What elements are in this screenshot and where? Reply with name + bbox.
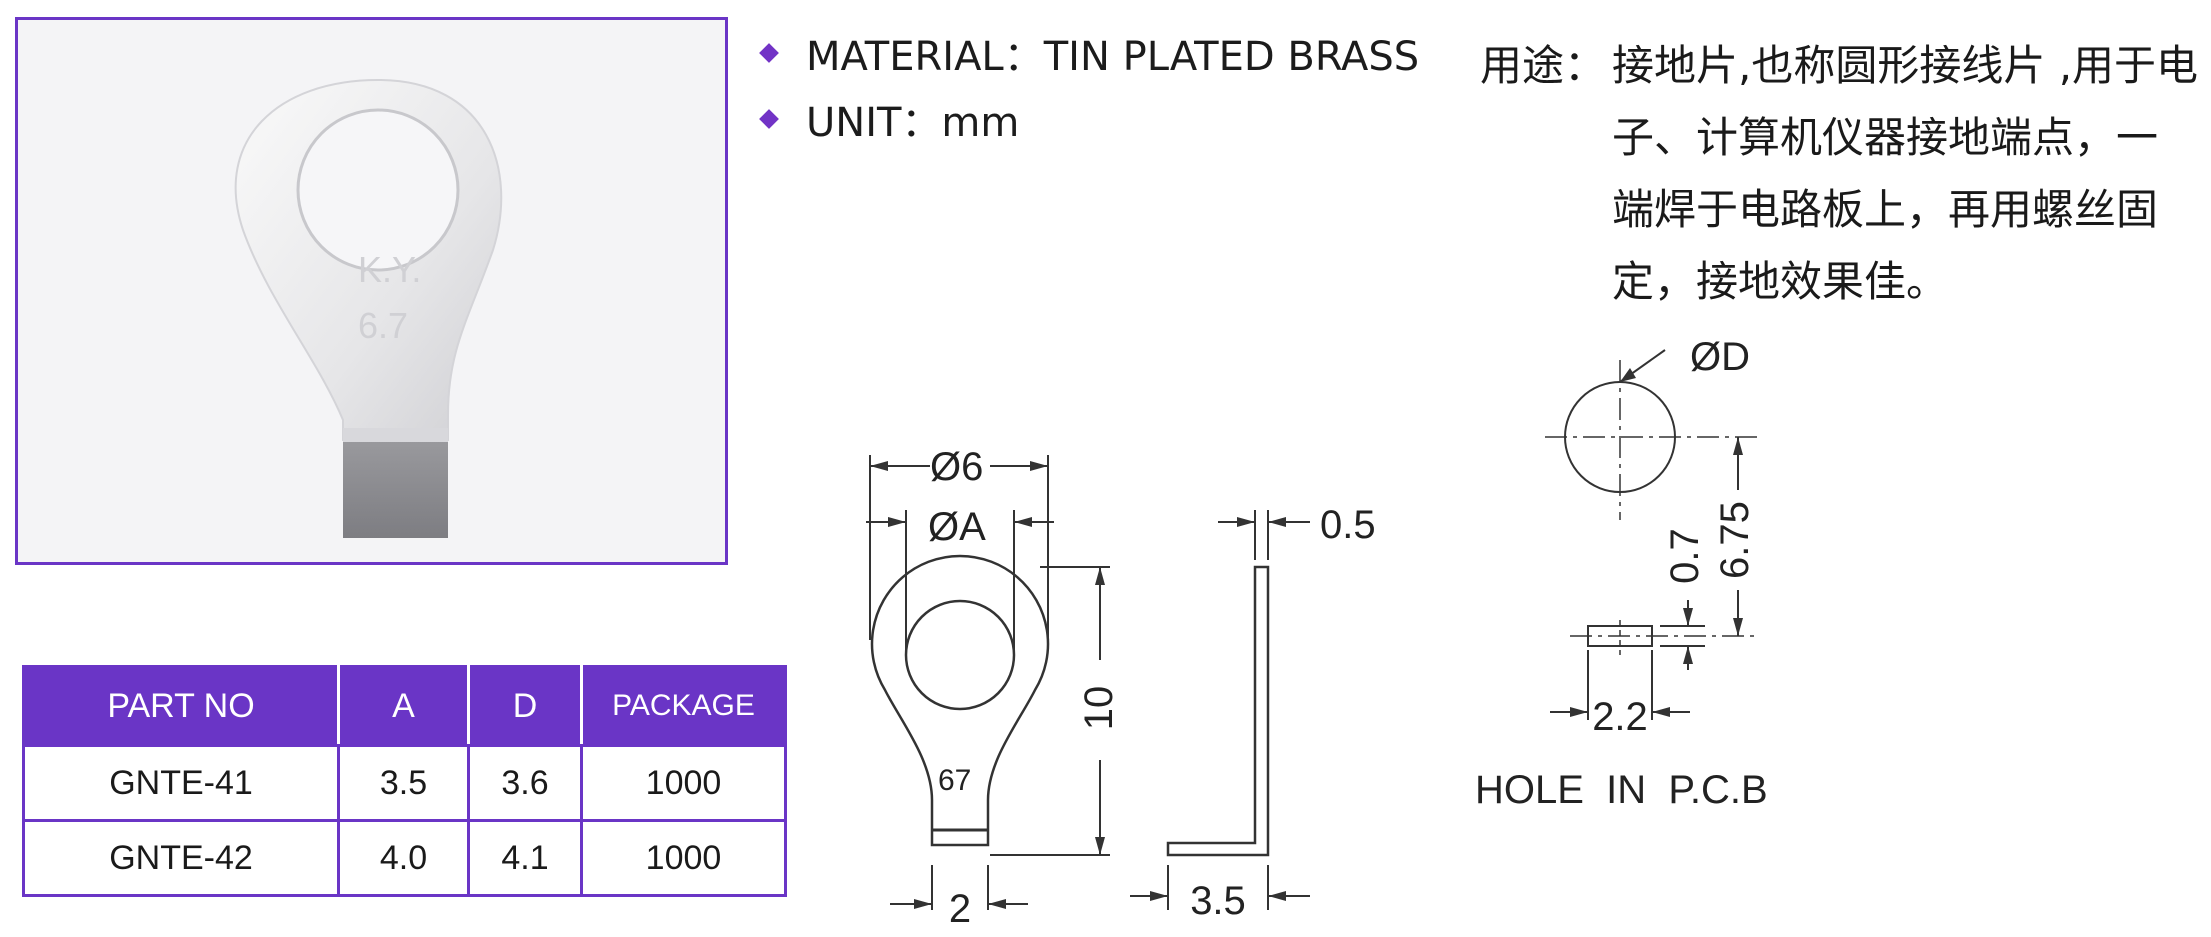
cell-package: 1000 bbox=[580, 744, 787, 822]
part-marking-text: 67 bbox=[938, 764, 971, 797]
pcb-hole-caption: HOLE IN P.C.B bbox=[1475, 768, 1768, 812]
usage-line: 接地片,也称圆形接线片 ,用于电 bbox=[1612, 41, 2199, 90]
bullet-diamond-icon bbox=[759, 109, 779, 129]
dim-inner-diameter: ØA bbox=[928, 505, 986, 549]
header-package: PACKAGE bbox=[580, 665, 787, 747]
dim-slot-width: 0.7 bbox=[1663, 528, 1707, 584]
cell-package: 1000 bbox=[580, 819, 787, 897]
spec-unit-text: UNIT：mm bbox=[806, 100, 1020, 146]
cell-d: 4.1 bbox=[467, 819, 583, 897]
header-d: D bbox=[467, 665, 583, 747]
cell-d: 3.6 bbox=[467, 744, 583, 822]
dim-tab-width: 2 bbox=[949, 887, 971, 931]
dim-thickness: 0.5 bbox=[1320, 503, 1376, 547]
photo-marking-ky: K.Y. bbox=[358, 249, 421, 290]
photo-marking-67: 6.7 bbox=[358, 305, 408, 346]
dim-leg-length: 3.5 bbox=[1190, 879, 1246, 923]
table-row: GNTE-42 4.0 4.1 1000 bbox=[22, 819, 787, 897]
usage-line: 定，接地效果佳。 bbox=[1612, 257, 1949, 306]
usage-label: 用途： bbox=[1480, 41, 1607, 90]
spec-material: MATERIAL：TIN PLATED BRASS bbox=[758, 24, 1419, 82]
header-part-no: PART NO bbox=[22, 665, 340, 747]
dim-center-to-slot: 6.75 bbox=[1713, 501, 1757, 579]
bullet-diamond-icon bbox=[759, 43, 779, 63]
spec-material-text: MATERIAL：TIN PLATED BRASS bbox=[806, 34, 1420, 80]
product-photo: K.Y. 6.7 bbox=[15, 17, 728, 565]
usage-line: 子、计算机仪器接地端点，一 bbox=[1612, 113, 2159, 162]
dim-hole-diameter: ØD bbox=[1690, 335, 1750, 379]
spec-unit: UNIT：mm bbox=[758, 90, 1019, 148]
cell-a: 3.5 bbox=[337, 744, 470, 822]
dim-slot-length: 2.2 bbox=[1592, 695, 1648, 739]
cell-part-no: GNTE-42 bbox=[22, 819, 340, 897]
usage-line: 端焊于电路板上，再用螺丝固 bbox=[1612, 185, 2159, 234]
parts-table: PART NO A D PACKAGE GNTE-41 3.5 3.6 1000… bbox=[22, 665, 787, 897]
usage-description: 接地片,也称圆形接线片 ,用于电 子、计算机仪器接地端点，一 端焊于电路板上，再… bbox=[1612, 30, 2202, 318]
table-row: GNTE-41 3.5 3.6 1000 bbox=[22, 744, 787, 822]
ring-terminal-photo: K.Y. 6.7 bbox=[234, 78, 503, 538]
dim-outer-diameter: Ø6 bbox=[930, 445, 983, 489]
cell-a: 4.0 bbox=[337, 819, 470, 897]
header-a: A bbox=[337, 665, 470, 747]
dim-length: 10 bbox=[1077, 686, 1121, 731]
cell-part-no: GNTE-41 bbox=[22, 744, 340, 822]
table-header-row: PART NO A D PACKAGE bbox=[22, 665, 787, 747]
